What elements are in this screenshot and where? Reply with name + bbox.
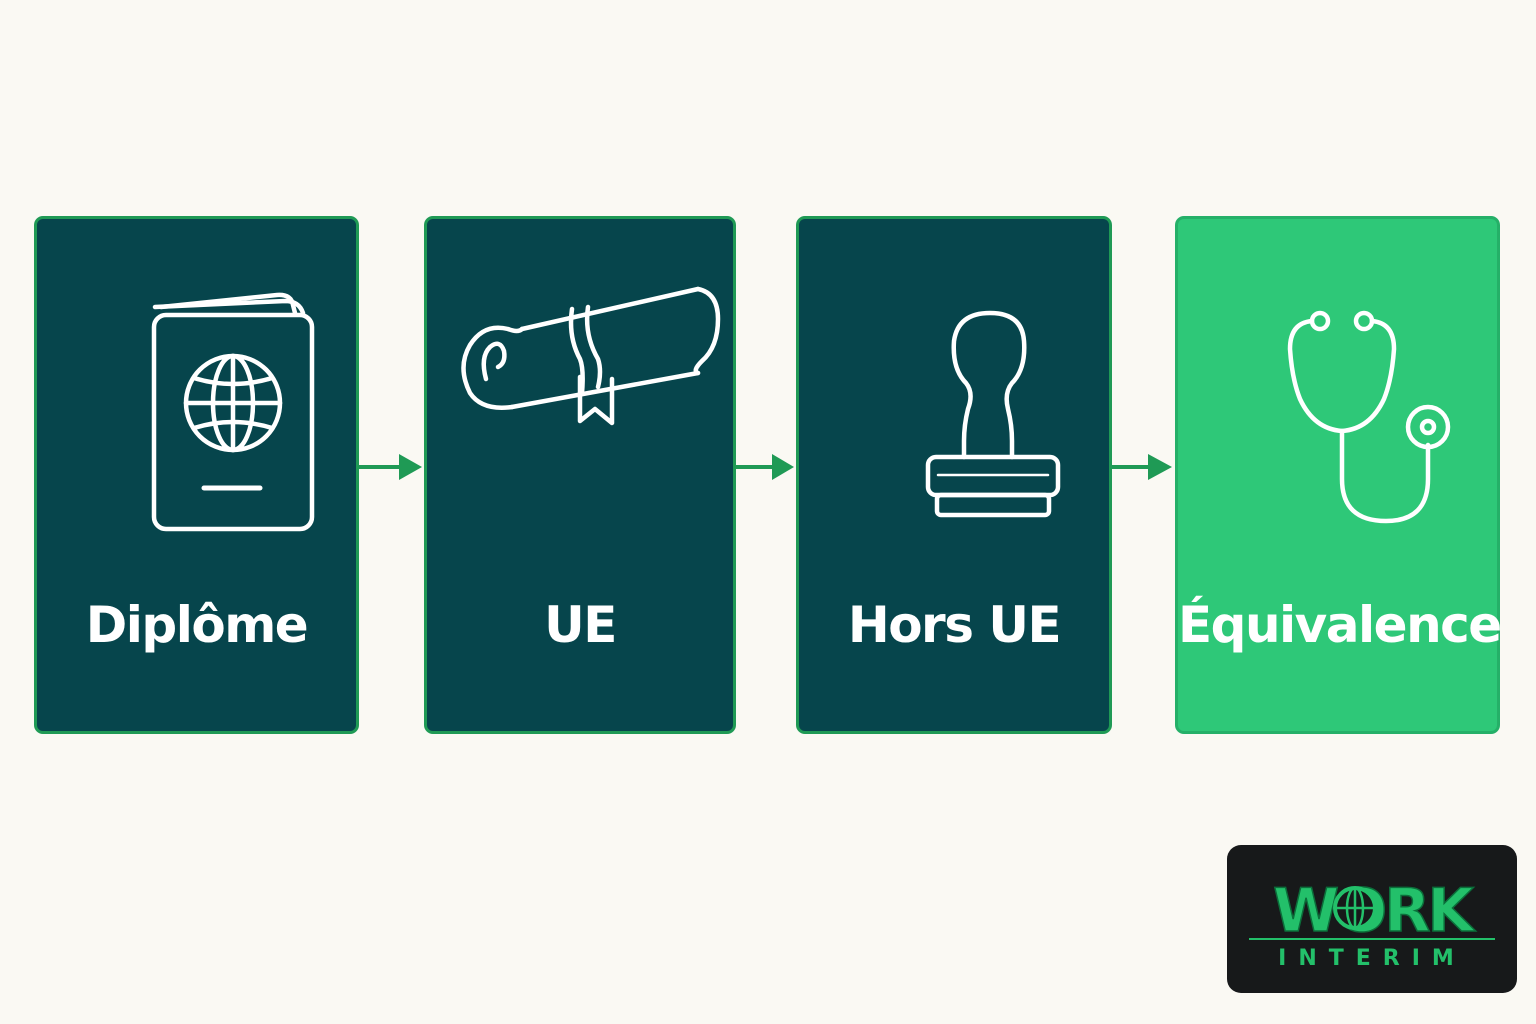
step-card-diplome: Diplôme xyxy=(34,216,359,734)
step-card-ue: UE xyxy=(424,216,736,734)
step-card-hors-ue: Hors UE xyxy=(796,216,1112,734)
arrow-right-icon xyxy=(359,451,423,483)
step-label: Hors UE xyxy=(847,596,1062,654)
diploma-scroll-icon xyxy=(460,286,721,539)
globe-icon xyxy=(1333,886,1377,930)
work-interim-logo: WORK INTERIM xyxy=(1227,845,1517,993)
step-label: Diplôme xyxy=(85,596,309,654)
step-card-equivalence: Équivalence xyxy=(1175,216,1502,734)
svg-text:INTERIM: INTERIM xyxy=(1278,946,1466,971)
passport-icon xyxy=(77,289,317,539)
rubber-stamp-icon xyxy=(834,289,1074,539)
arrow-right-icon xyxy=(736,451,795,483)
step-label: UE xyxy=(544,596,617,654)
stethoscope-icon xyxy=(1218,289,1458,539)
step-label: Équivalence xyxy=(1178,596,1502,654)
arrow-right-icon xyxy=(1112,451,1173,483)
